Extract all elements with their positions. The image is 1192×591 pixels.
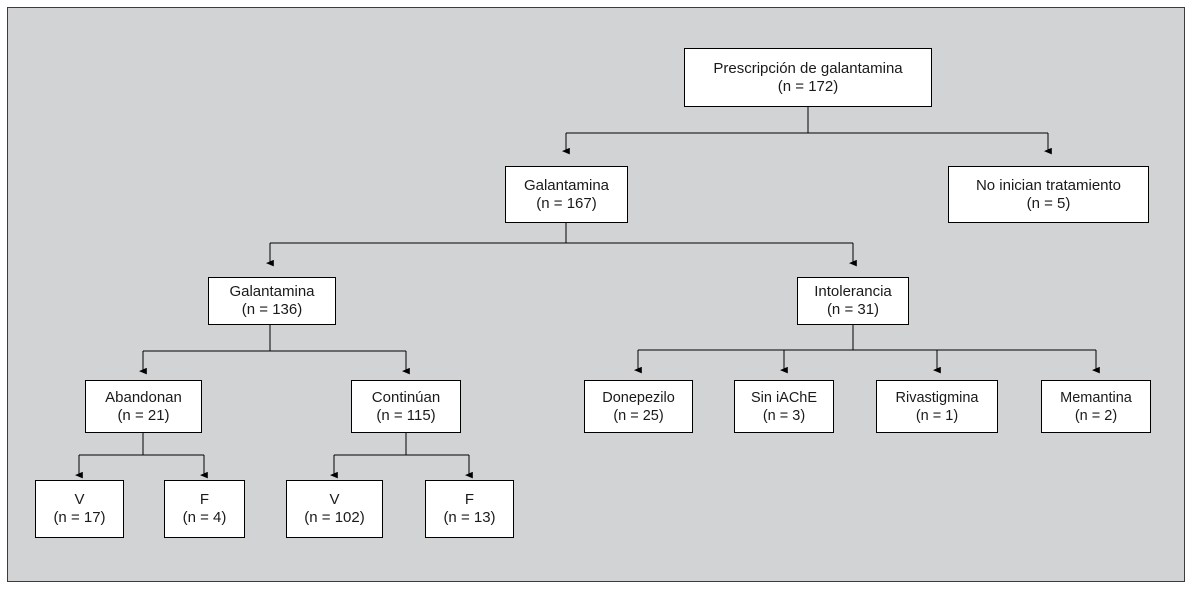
node-label: V	[74, 491, 85, 508]
node-continuan-f[interactable]: F (n = 13)	[425, 480, 514, 538]
node-count: (n = 3)	[762, 407, 806, 424]
node-label: Intolerancia	[814, 283, 892, 300]
node-count: (n = 102)	[304, 509, 365, 526]
node-label: Sin iAChE	[750, 389, 818, 406]
node-intolerancia[interactable]: Intolerancia (n = 31)	[797, 277, 909, 325]
node-abandonan-v[interactable]: V (n = 17)	[35, 480, 124, 538]
node-count: (n = 136)	[241, 301, 303, 318]
node-sin-iache[interactable]: Sin iAChE (n = 3)	[734, 380, 834, 433]
node-label: No inician tratamiento	[975, 176, 1122, 194]
node-label: Memantina	[1060, 389, 1132, 406]
node-no-inician-tratamiento[interactable]: No inician tratamiento (n = 5)	[948, 166, 1149, 223]
node-count: (n = 167)	[536, 194, 597, 212]
node-label: F	[464, 491, 475, 508]
node-count: (n = 21)	[117, 406, 170, 424]
node-abandonan-f[interactable]: F (n = 4)	[164, 480, 245, 538]
node-count: (n = 4)	[182, 509, 227, 526]
node-label: Abandonan	[105, 388, 182, 406]
node-label: F	[199, 491, 210, 508]
node-count: (n = 13)	[443, 509, 496, 526]
node-count: (n = 17)	[53, 509, 106, 526]
node-count: (n = 172)	[777, 77, 839, 95]
node-label: Rivastigmina	[895, 389, 979, 406]
node-continuan-v[interactable]: V (n = 102)	[286, 480, 383, 538]
node-galantamina-167[interactable]: Galantamina (n = 167)	[505, 166, 628, 223]
node-donepezilo[interactable]: Donepezilo (n = 25)	[584, 380, 693, 433]
node-galantamina-136[interactable]: Galantamina (n = 136)	[208, 277, 336, 325]
node-prescripcion-galantamina[interactable]: Prescripción de galantamina (n = 172)	[684, 48, 932, 107]
node-memantina[interactable]: Memantina (n = 2)	[1041, 380, 1151, 433]
node-count: (n = 2)	[1074, 407, 1118, 424]
node-count: (n = 1)	[915, 407, 959, 424]
node-label: Continúan	[371, 388, 441, 406]
node-abandonan[interactable]: Abandonan (n = 21)	[85, 380, 202, 433]
node-count: (n = 31)	[826, 301, 880, 318]
node-rivastigmina[interactable]: Rivastigmina (n = 1)	[876, 380, 998, 433]
node-continuan[interactable]: Continúan (n = 115)	[351, 380, 461, 433]
node-label: V	[329, 491, 340, 508]
node-count: (n = 5)	[1026, 194, 1071, 212]
node-count: (n = 115)	[376, 406, 436, 424]
node-label: Prescripción de galantamina	[713, 59, 903, 77]
node-label: Galantamina	[523, 176, 610, 194]
node-count: (n = 25)	[613, 407, 664, 424]
node-label: Donepezilo	[602, 389, 675, 406]
node-label: Galantamina	[229, 283, 315, 300]
